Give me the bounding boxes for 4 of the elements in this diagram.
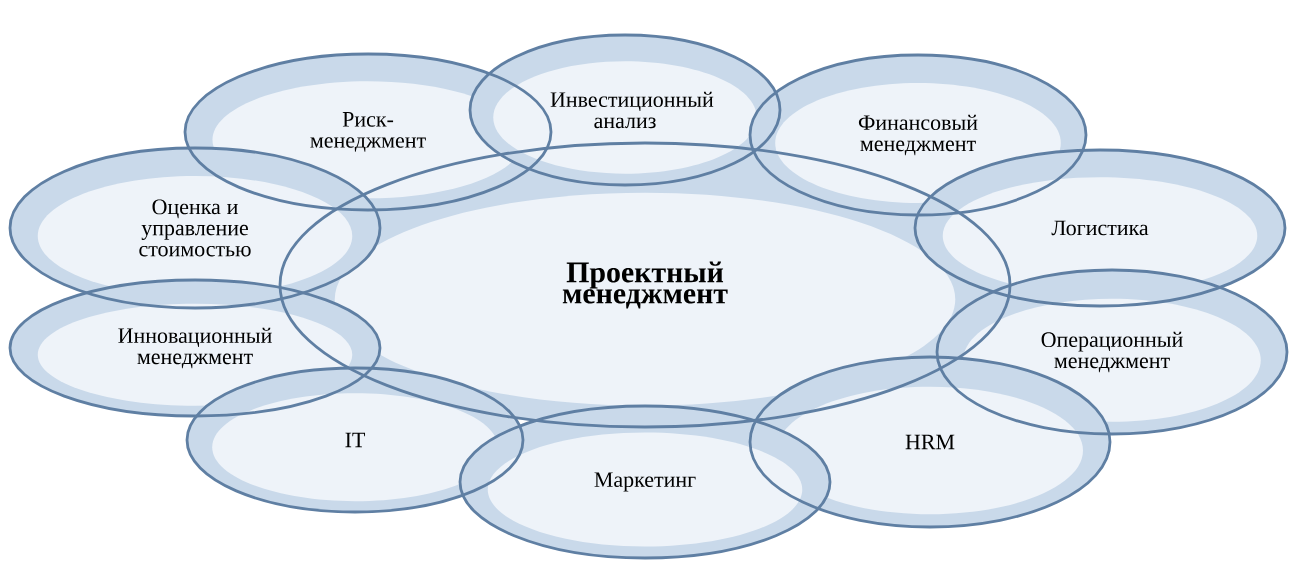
- topic-bubble: Финансовый менеджмент: [748, 53, 1088, 217]
- topic-bubble: Маркетинг: [458, 404, 832, 560]
- topic-bubble: Инновационный менеджмент: [8, 278, 382, 418]
- topic-bubble: Инвестиционный анализ: [468, 33, 782, 187]
